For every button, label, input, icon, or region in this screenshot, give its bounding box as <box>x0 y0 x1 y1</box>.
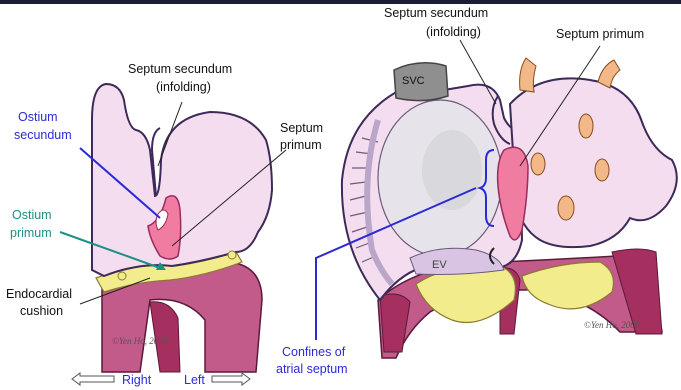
right-septum-secundum-sub: (infolding) <box>426 25 481 39</box>
right-direction-label: Right <box>122 373 152 387</box>
left-direction-label: Left <box>184 373 205 387</box>
left-credit: ©Yen Ho, 2000 <box>112 336 168 346</box>
confines-sub: atrial septum <box>276 362 348 376</box>
right-muscle-band-1 <box>380 294 410 352</box>
pv-orifice-4 <box>558 196 574 220</box>
endocardial-cushion-label: Endocardial <box>6 287 72 301</box>
left-septum-primum-label: Septum <box>280 121 323 135</box>
right-heart-figure: Septum secundum (infolding) Septum primu… <box>276 6 677 376</box>
right-septum-secundum-label: Septum secundum <box>384 6 488 20</box>
ostium-primum-label: Ostium <box>12 208 52 222</box>
confines-label: Confines of <box>282 345 346 359</box>
left-arrow-icon <box>212 373 250 385</box>
pv-orifice-2 <box>531 153 545 175</box>
ostium-secundum-label: Ostium <box>18 110 58 124</box>
ostium-secundum-sub: secundum <box>14 128 72 142</box>
cushion-knob-right <box>228 251 236 259</box>
endocardial-cushion-sub: cushion <box>20 304 63 318</box>
left-heart-figure: Septum secundum (infolding) Ostium secun… <box>6 62 323 387</box>
right-credit: ©Yen Ho, 2000 <box>584 320 640 330</box>
right-septum-primum-label: Septum primum <box>556 27 644 41</box>
ostium-primum-sub: primum <box>10 226 52 240</box>
right-arrow-icon <box>72 373 114 385</box>
pulmonary-vein-top-right <box>598 60 620 88</box>
left-septum-secundum-label: Septum secundum <box>128 62 232 76</box>
pv-orifice-1 <box>579 114 593 138</box>
ev-label: EV <box>432 259 447 271</box>
left-septum-secundum-sub: (infolding) <box>156 80 211 94</box>
left-septum-primum-sub: primum <box>280 138 322 152</box>
svc-label: SVC <box>402 75 425 87</box>
left-atrium-chamber <box>92 84 272 276</box>
pv-orifice-3 <box>595 159 609 181</box>
cushion-knob-left <box>118 272 126 280</box>
pulmonary-vein-top-left <box>520 58 536 92</box>
